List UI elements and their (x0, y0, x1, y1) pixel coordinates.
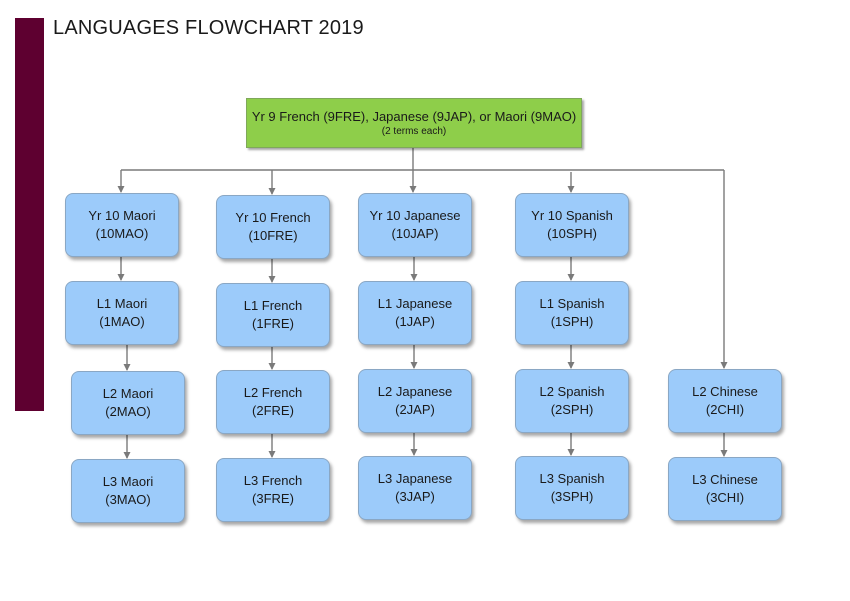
node-name: L2 Spanish (539, 384, 605, 399)
node-l2-japanese: L2 Japanese (2JAP) (358, 369, 472, 433)
node-name: L3 Japanese (377, 471, 453, 486)
node-name: L2 Japanese (377, 384, 453, 399)
node-code: (3FRE) (252, 491, 294, 506)
node-name: L2 French (243, 385, 303, 400)
node-code: (1JAP) (395, 314, 435, 329)
node-code: (2SPH) (550, 402, 594, 417)
node-l3-spanish: L3 Spanish (3SPH) (515, 456, 629, 520)
node-l2-spanish: L2 Spanish (2SPH) (515, 369, 629, 433)
node-l2-maori: L2 Maori (2MAO) (71, 371, 185, 435)
node-code: (3CHI) (705, 490, 745, 505)
node-name: Yr 10 Spanish (531, 208, 613, 223)
node-name: L3 French (243, 473, 303, 488)
side-accent-bar (15, 18, 44, 411)
node-yr10-spanish: Yr 10 Spanish (10SPH) (515, 193, 629, 257)
node-name: Yr 10 Japanese (369, 208, 461, 223)
node-code: (2CHI) (705, 402, 745, 417)
page-title: LANGUAGES FLOWCHART 2019 (53, 17, 364, 39)
node-name: L3 Maori (102, 474, 154, 489)
node-code: (10FRE) (248, 228, 298, 243)
node-code: (10SPH) (547, 226, 597, 241)
node-yr10-maori: Yr 10 Maori (10MAO) (65, 193, 179, 257)
node-l3-japanese: L3 Japanese (3JAP) (358, 456, 472, 520)
node-name: L2 Maori (102, 386, 154, 401)
node-code: (10MAO) (95, 226, 149, 241)
node-code: (3MAO) (105, 492, 151, 507)
node-name: L2 Chinese (692, 384, 758, 399)
node-name: L3 Spanish (539, 471, 605, 486)
node-l2-chinese: L2 Chinese (2CHI) (668, 369, 782, 433)
node-name: L1 Maori (96, 296, 148, 311)
node-l1-french: L1 French (1FRE) (216, 283, 330, 347)
node-code: (3SPH) (550, 489, 594, 504)
node-code: (1SPH) (550, 314, 594, 329)
node-l1-japanese: L1 Japanese (1JAP) (358, 281, 472, 345)
node-code: (10JAP) (391, 226, 439, 241)
node-code: (2FRE) (252, 403, 294, 418)
node-yr10-japanese: Yr 10 Japanese (10JAP) (358, 193, 472, 257)
node-l2-french: L2 French (2FRE) (216, 370, 330, 434)
node-yr10-french: Yr 10 French (10FRE) (216, 195, 330, 259)
node-code: (1FRE) (252, 316, 294, 331)
node-code: (2MAO) (105, 404, 151, 419)
node-name: L3 Chinese (692, 472, 758, 487)
yr9-start-box: Yr 9 French (9FRE), Japanese (9JAP), or … (246, 98, 582, 148)
yr9-start-note: (2 terms each) (381, 125, 447, 137)
node-l3-maori: L3 Maori (3MAO) (71, 459, 185, 523)
node-code: (2JAP) (395, 402, 435, 417)
node-l1-spanish: L1 Spanish (1SPH) (515, 281, 629, 345)
node-l1-maori: L1 Maori (1MAO) (65, 281, 179, 345)
node-name: L1 French (243, 298, 303, 313)
yr9-start-label: Yr 9 French (9FRE), Japanese (9JAP), or … (251, 108, 577, 124)
node-name: Yr 10 Maori (88, 208, 156, 223)
node-name: L1 Spanish (539, 296, 605, 311)
node-code: (1MAO) (99, 314, 145, 329)
node-name: L1 Japanese (377, 296, 453, 311)
node-code: (3JAP) (395, 489, 435, 504)
node-l3-french: L3 French (3FRE) (216, 458, 330, 522)
node-l3-chinese: L3 Chinese (3CHI) (668, 457, 782, 521)
node-name: Yr 10 French (235, 210, 311, 225)
